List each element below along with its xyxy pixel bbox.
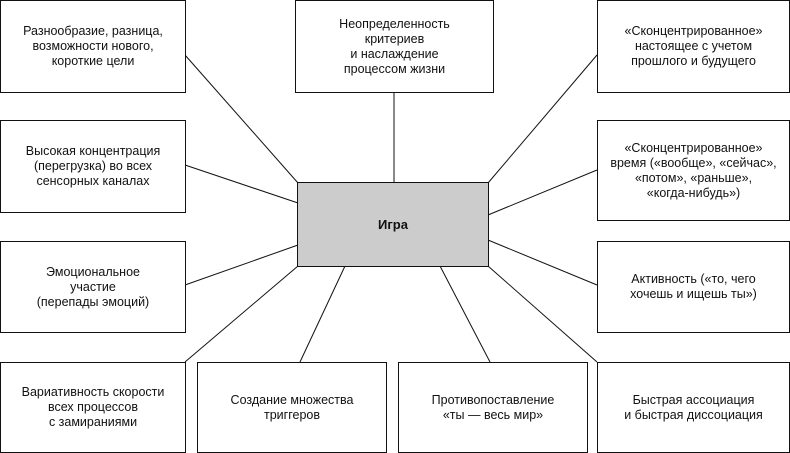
- node-top-middle-text: Неопределенность критериев и наслаждение…: [339, 16, 450, 76]
- node-mid-right-1: «Сконцентрированное» время («вообще», «с…: [597, 120, 790, 221]
- node-mid-right-2: Активность («то, чего хочешь и ищешь ты»…: [597, 241, 790, 333]
- node-mid-right-1-text: «Сконцентрированное» время («вообще», «с…: [610, 140, 777, 200]
- node-bottom-1-text: Вариативность скорости всех процессов с …: [21, 385, 165, 429]
- node-top-left: Разнообразие, разница, возможности новог…: [0, 0, 186, 93]
- connector-top-left: [184, 54, 299, 184]
- node-top-right-text: «Сконцентрированное» настоящее с учетом …: [624, 24, 763, 68]
- node-bottom-2: Создание множества триггеров: [197, 362, 387, 453]
- central-node: Игра: [297, 182, 489, 267]
- node-mid-right-2-text: Активность («то, чего хочешь и ищешь ты»…: [630, 272, 757, 301]
- node-top-middle: Неопределенность критериев и наслаждение…: [295, 0, 494, 93]
- node-mid-left-1: Высокая концентрация (перегрузка) во все…: [0, 120, 186, 213]
- connector-mid-left-2: [184, 244, 299, 286]
- node-top-right: «Сконцентрированное» настоящее с учетом …: [597, 0, 790, 93]
- node-bottom-4: Быстрая ассоциация и быстрая диссоциация: [597, 362, 790, 453]
- node-bottom-2-text: Создание множества триггеров: [230, 392, 354, 422]
- node-mid-left-2: Эмоциональное участие (перепады эмоций): [0, 241, 186, 333]
- connector-mid-left-1: [184, 164, 299, 204]
- node-mid-left-1-text: Высокая концентрация (перегрузка) во все…: [25, 144, 161, 188]
- connector-bottom-4: [487, 265, 598, 363]
- central-node-label: Игра: [378, 217, 408, 232]
- node-mid-left-2-text: Эмоциональное участие (перепады эмоций): [36, 264, 150, 309]
- connector-top-right: [487, 54, 598, 184]
- node-bottom-3-text: Противопоставление «ты — весь мир»: [431, 392, 555, 422]
- connector-mid-right-1: [487, 169, 598, 216]
- connector-bottom-1: [184, 265, 299, 363]
- node-bottom-4-text: Быстрая ассоциация и быстрая диссоциация: [624, 392, 763, 422]
- node-bottom-3: Противопоставление «ты — весь мир»: [398, 362, 588, 453]
- connector-mid-right-2: [487, 239, 598, 286]
- node-top-left-text: Разнообразие, разница, возможности новог…: [23, 24, 163, 68]
- connector-bottom-2: [299, 265, 346, 363]
- node-bottom-1: Вариативность скорости всех процессов с …: [0, 362, 186, 453]
- connector-bottom-3: [439, 265, 491, 363]
